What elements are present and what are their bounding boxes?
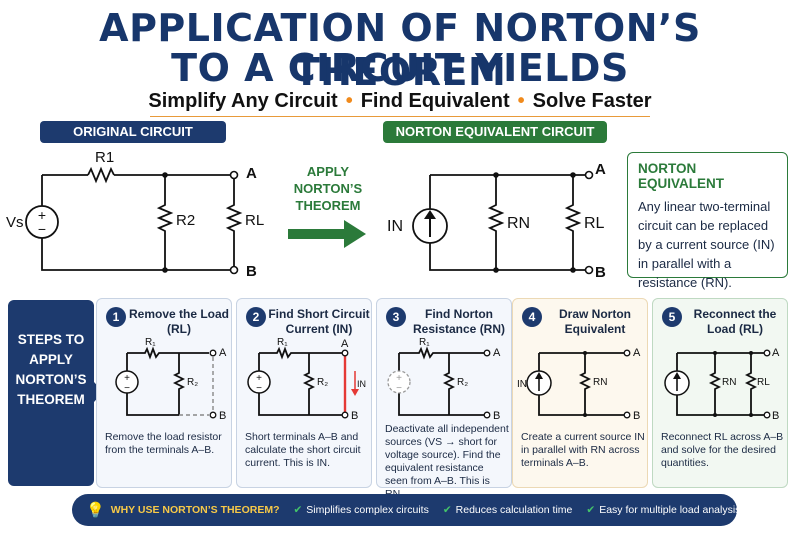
step-description: Remove the load resistor from the termin… bbox=[105, 431, 222, 456]
step-description: Short terminals A–B and calculate the sh… bbox=[245, 431, 361, 469]
svg-text:RL: RL bbox=[757, 377, 770, 388]
step-number: 4 bbox=[522, 307, 542, 327]
step-description: Create a current source IN in parallel w… bbox=[521, 431, 645, 469]
svg-text:−: − bbox=[124, 383, 130, 394]
why-use-banner: 💡 WHY USE NORTON’S THEOREM? ✔Simplifies … bbox=[72, 494, 741, 526]
svg-text:RN: RN bbox=[722, 377, 736, 388]
step-title: Remove the Load (RL) bbox=[128, 307, 230, 336]
benefit-item: Easy for multiple load analysis bbox=[599, 504, 741, 516]
terminal-b-label: B bbox=[246, 263, 257, 280]
step-title: Find Short Circuit Current (IN) bbox=[268, 307, 370, 336]
step-1-circuit: + − R₁ R₂ A B bbox=[115, 337, 227, 422]
original-circuit-tag: ORIGINAL CIRCUIT bbox=[40, 121, 226, 143]
step-description: Deactivate all independent sources (VS →… bbox=[385, 423, 509, 500]
rl-label: RL bbox=[245, 212, 264, 229]
apply-norton-label: APPLY NORTON’S THEOREM bbox=[293, 164, 363, 213]
svg-text:B: B bbox=[493, 410, 500, 422]
svg-text:−: − bbox=[256, 383, 262, 394]
why-heading: WHY USE NORTON’S THEOREM? bbox=[110, 504, 280, 516]
svg-text:B: B bbox=[219, 410, 226, 422]
norton-box-heading: NORTON EQUIVALENT bbox=[638, 161, 725, 191]
svg-text:RN: RN bbox=[593, 377, 607, 388]
svg-text:A: A bbox=[493, 347, 501, 359]
svg-text:R₂: R₂ bbox=[187, 377, 198, 388]
dot-separator: • bbox=[517, 90, 525, 112]
check-icon: ✔ bbox=[586, 504, 596, 516]
benefit-item: Reduces calculation time bbox=[455, 504, 573, 516]
step-title: Reconnect the Load (RL) bbox=[693, 307, 777, 336]
svg-text:+: + bbox=[256, 373, 262, 384]
svg-text:R₁: R₁ bbox=[145, 337, 156, 348]
svg-text:R₂: R₂ bbox=[457, 377, 468, 388]
step-card-3: 3 Find Norton Resistance (RN) + − R₁ R₂ … bbox=[376, 298, 512, 500]
step-card-2: 2 Find Short Circuit Current (IN) + − IN… bbox=[236, 298, 372, 488]
svg-text:+: + bbox=[396, 373, 402, 384]
svg-text:R₁: R₁ bbox=[277, 337, 288, 348]
steps-label: STEPS TO APPLY NORTON’S THEOREM bbox=[8, 300, 103, 486]
step-number: 5 bbox=[662, 307, 682, 327]
step-number: 2 bbox=[246, 307, 266, 327]
step-card-1: 1 Remove the Load (RL) + − R₁ R₂ A B Rem… bbox=[96, 298, 232, 488]
right-arrow-icon bbox=[288, 220, 366, 248]
rl-label: RL bbox=[584, 215, 605, 232]
dot-separator: • bbox=[345, 90, 353, 112]
norton-equivalent-tag: NORTON EQUIVALENT CIRCUIT bbox=[383, 121, 607, 143]
lightbulb-icon: 💡 bbox=[86, 502, 105, 519]
vs-label: Vs bbox=[6, 214, 24, 231]
step-4-circuit: IN RN A B bbox=[517, 347, 641, 422]
svg-text:R₁: R₁ bbox=[419, 337, 430, 348]
svg-text:+: + bbox=[124, 373, 130, 384]
terminal-b-label: B bbox=[595, 264, 606, 281]
benefit-item: Simplifies complex circuits bbox=[306, 504, 429, 516]
step-card-5: 5 Reconnect the Load (RL) RN RL A B Reco… bbox=[652, 298, 788, 488]
terminal-a-label: A bbox=[246, 165, 257, 182]
svg-text:B: B bbox=[351, 410, 358, 422]
norton-equivalent-diagram: IN RN RL A B bbox=[387, 161, 606, 281]
step-3-circuit: + − R₁ R₂ A B bbox=[387, 337, 501, 422]
step-card-4: 4 Draw Norton Equivalent IN RN A B Creat… bbox=[512, 298, 648, 488]
step-title: Draw Norton Equivalent bbox=[559, 307, 631, 336]
original-circuit-diagram: + − R1 R2 RL Vs A B bbox=[6, 149, 264, 280]
subtitle: Simplify Any Circuit • Find Equivalent • Sol… bbox=[0, 90, 800, 113]
step-title: Find Norton Resistance (RN) bbox=[412, 307, 506, 336]
subtitle-b: Find Equivalent bbox=[360, 90, 510, 112]
voltage-source-icon bbox=[25, 205, 59, 239]
check-icon: ✔ bbox=[293, 504, 303, 516]
page-title-line1: APPLICATION OF NORTON’S THEOREM bbox=[99, 6, 701, 94]
svg-text:A: A bbox=[772, 347, 780, 359]
subtitle-a: Simplify Any Circuit bbox=[148, 90, 338, 112]
svg-text:B: B bbox=[633, 410, 640, 422]
r2-label: R2 bbox=[176, 212, 195, 229]
svg-text:A: A bbox=[633, 347, 641, 359]
r1-label: R1 bbox=[95, 149, 114, 166]
norton-equivalent-box: NORTON EQUIVALENT Any linear two-termina… bbox=[627, 152, 788, 290]
step-number: 3 bbox=[386, 307, 406, 327]
svg-text:−: − bbox=[38, 221, 46, 237]
svg-text:B: B bbox=[772, 410, 779, 422]
svg-text:+: + bbox=[38, 207, 46, 223]
step-2-circuit: + − IN R₁ R₂ A B bbox=[247, 337, 366, 422]
check-icon: ✔ bbox=[442, 504, 452, 516]
svg-text:−: − bbox=[396, 383, 402, 394]
step-number: 1 bbox=[106, 307, 126, 327]
svg-text:IN: IN bbox=[357, 379, 366, 389]
step-description: Reconnect RL across A–B and solve for th… bbox=[661, 431, 784, 469]
svg-text:A: A bbox=[341, 338, 349, 350]
svg-text:R₂: R₂ bbox=[317, 377, 328, 388]
svg-text:A: A bbox=[219, 347, 227, 359]
subtitle-underline bbox=[150, 116, 650, 117]
page-title-line2: TO A CIRCUIT YIELDS bbox=[171, 46, 629, 90]
norton-box-text: Any linear two-terminal circuit can be r… bbox=[638, 199, 775, 290]
svg-text:IN: IN bbox=[517, 379, 527, 390]
step-5-circuit: RN RL A B bbox=[664, 347, 780, 422]
subtitle-c: Solve Faster bbox=[532, 90, 652, 112]
rn-label: RN bbox=[507, 215, 530, 232]
in-label: IN bbox=[387, 218, 403, 235]
terminal-a-label: A bbox=[595, 161, 606, 178]
